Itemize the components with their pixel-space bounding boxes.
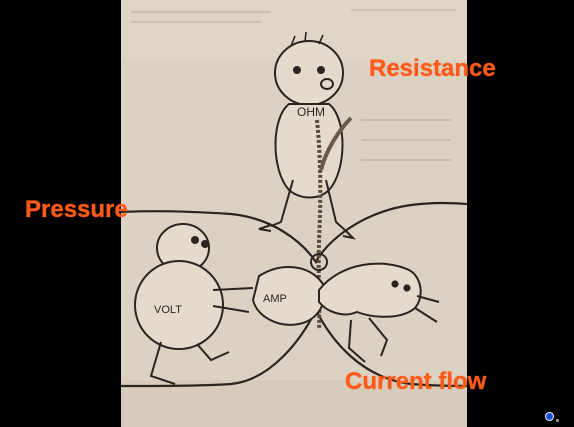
resistance-label: Resistance bbox=[369, 57, 496, 81]
ohm-name-label: OHM bbox=[297, 105, 325, 119]
volt-name-label: VOLT bbox=[154, 304, 182, 316]
current-flow-label: Current flow bbox=[345, 370, 486, 394]
pressure-label: Pressure bbox=[25, 198, 128, 222]
slide-nav-tick-icon bbox=[556, 419, 559, 422]
amp-name-label: AMP bbox=[263, 293, 287, 305]
slide-nav-dot-icon[interactable] bbox=[545, 412, 554, 421]
